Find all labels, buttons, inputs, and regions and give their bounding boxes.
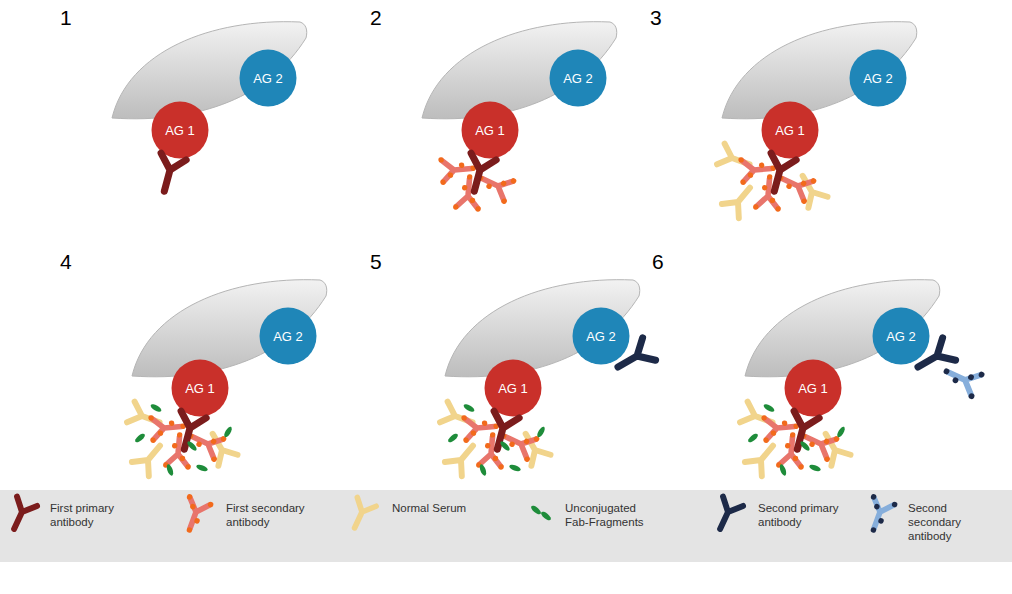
fab-fragment bbox=[808, 464, 821, 473]
legend-icon bbox=[175, 493, 214, 537]
fab-fragment bbox=[747, 432, 760, 444]
cell-surface bbox=[722, 22, 917, 119]
antigen-label: AG 2 bbox=[886, 329, 916, 344]
cell-surface bbox=[132, 280, 327, 377]
first-primary-antibody bbox=[485, 411, 519, 453]
cell-surface bbox=[422, 22, 617, 119]
legend-text: Second primary antibody bbox=[758, 502, 850, 530]
fab-fragment bbox=[479, 463, 488, 476]
fab-fragment bbox=[836, 426, 847, 439]
fab-fragment bbox=[530, 504, 543, 516]
legend-text: Unconjugated Fab-Fragments bbox=[565, 502, 657, 530]
cell-surface bbox=[112, 22, 307, 119]
antigen-circle: AG 2 bbox=[872, 307, 930, 365]
panel-number: 6 bbox=[652, 250, 664, 274]
normal-serum bbox=[722, 181, 759, 219]
fab-fragment bbox=[134, 432, 147, 444]
antigen-circle: AG 1 bbox=[484, 359, 542, 417]
normal-serum bbox=[132, 439, 169, 477]
antigen-circle: AG 2 bbox=[549, 49, 607, 107]
antigen-circle: AG 2 bbox=[849, 49, 907, 107]
fab-fragment bbox=[166, 463, 175, 476]
fab-fragment bbox=[186, 440, 198, 452]
antigen-circle: AG 1 bbox=[761, 101, 819, 159]
antigen-label: AG 1 bbox=[165, 123, 195, 138]
first-primary-antibody bbox=[152, 153, 186, 195]
antigen-circle: AG 2 bbox=[572, 307, 630, 365]
antigen-label: AG 1 bbox=[798, 381, 828, 396]
cell-surface bbox=[445, 280, 640, 377]
normal-serum bbox=[745, 439, 782, 477]
legend-icon bbox=[859, 493, 898, 537]
antigen-label: AG 2 bbox=[563, 71, 593, 86]
fab-fragment bbox=[540, 510, 553, 522]
panel-number: 1 bbox=[60, 6, 72, 30]
legend-icon bbox=[345, 497, 376, 532]
normal-serum bbox=[440, 402, 476, 433]
legend-icon bbox=[4, 497, 37, 534]
antigen-label: AG 2 bbox=[863, 71, 893, 86]
antigen-circle: AG 1 bbox=[171, 359, 229, 417]
antigen-label: AG 1 bbox=[185, 381, 215, 396]
first-primary-antibody bbox=[762, 153, 796, 195]
legend-icon bbox=[710, 497, 743, 534]
panel-number: 2 bbox=[370, 6, 382, 30]
fab-fragment bbox=[447, 432, 460, 444]
antigen-circle: AG 2 bbox=[239, 49, 297, 107]
fab-fragment bbox=[150, 403, 163, 414]
normal-serum bbox=[127, 402, 163, 433]
second-secondary-antibody bbox=[938, 357, 986, 400]
fab-fragment bbox=[763, 403, 776, 414]
fab-fragment bbox=[223, 426, 234, 439]
antigen-circle: AG 2 bbox=[259, 307, 317, 365]
antigen-label: AG 2 bbox=[253, 71, 283, 86]
first-primary-antibody bbox=[785, 411, 819, 453]
fab-fragment bbox=[463, 403, 476, 414]
fab-fragment bbox=[508, 464, 521, 473]
antigen-circle: AG 1 bbox=[151, 101, 209, 159]
panel-number: 5 bbox=[370, 250, 382, 274]
normal-serum bbox=[445, 439, 482, 477]
fab-fragment bbox=[499, 440, 511, 452]
panel-number: 3 bbox=[650, 6, 662, 30]
normal-serum bbox=[740, 402, 776, 433]
fab-fragment bbox=[195, 464, 208, 473]
legend-text: First secondary antibody bbox=[226, 502, 318, 530]
antigen-circle: AG 1 bbox=[461, 101, 519, 159]
antigen-circle: AG 1 bbox=[784, 359, 842, 417]
legend-text: Normal Serum bbox=[392, 502, 484, 516]
fab-fragment bbox=[779, 463, 788, 476]
first-primary-antibody bbox=[172, 411, 206, 453]
cell-surface bbox=[745, 280, 940, 377]
first-primary-antibody bbox=[462, 153, 496, 195]
antigen-label: AG 2 bbox=[586, 329, 616, 344]
legend-text: Second secondary antibody bbox=[908, 502, 1000, 543]
normal-serum bbox=[717, 144, 753, 175]
antigen-label: AG 1 bbox=[475, 123, 505, 138]
fab-fragment bbox=[799, 440, 811, 452]
panel-number: 4 bbox=[60, 250, 72, 274]
legend-text: First primary antibody bbox=[50, 502, 142, 530]
antigen-label: AG 1 bbox=[498, 381, 528, 396]
legend-band bbox=[0, 490, 1012, 562]
fab-fragment bbox=[536, 426, 547, 439]
antigen-label: AG 2 bbox=[273, 329, 303, 344]
antigen-label: AG 1 bbox=[775, 123, 805, 138]
